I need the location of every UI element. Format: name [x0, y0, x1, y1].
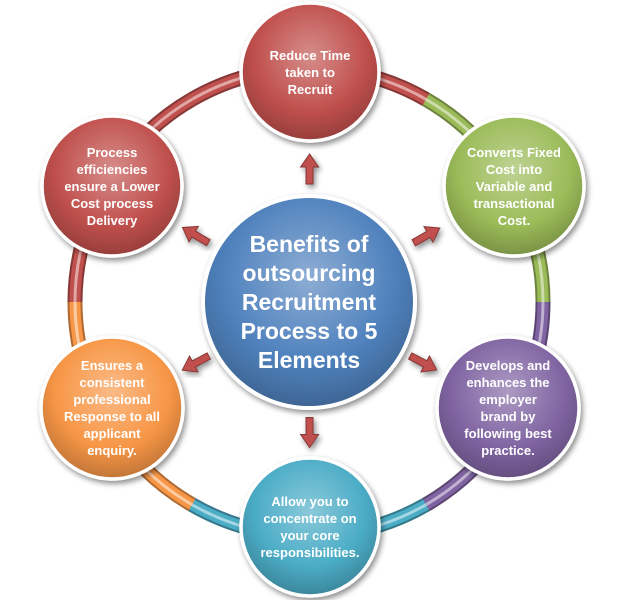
arrow-employer-brand: [407, 352, 438, 373]
arrow-reduce-time: [299, 153, 320, 185]
node-process-efficiencies-label: Process efficiencies ensure a Lower Cost…: [64, 144, 160, 228]
node-reduce-time-label: Reduce Time taken to Recruit: [269, 47, 351, 97]
node-consistent-response-label: Ensures a consistent professional Respon…: [63, 358, 161, 458]
arrow-process-efficiencies: [181, 225, 211, 247]
node-core-responsibilities-label: Allow you to concentrate on your core re…: [260, 494, 360, 560]
arrows: [181, 153, 441, 449]
arrow-converts-cost: [411, 226, 441, 247]
node-employer-brand: [435, 335, 581, 481]
node-converts-cost: [442, 114, 586, 258]
node-converts-cost-label: Converts Fixed Cost into Variable and tr…: [467, 144, 561, 228]
node-consistent-response: [39, 335, 185, 481]
node-process-efficiencies: [40, 114, 184, 258]
node-core-responsibilities: [239, 456, 381, 598]
node-reduce-time: [239, 1, 381, 143]
node-employer-brand-label: Develops and enhances the employer brand…: [464, 358, 552, 458]
arrow-core-responsibilities: [299, 417, 320, 449]
center-node: [201, 194, 417, 410]
center-title: Benefits of outsourcing Recruitment Proc…: [240, 230, 378, 373]
arrow-consistent-response: [181, 352, 212, 373]
